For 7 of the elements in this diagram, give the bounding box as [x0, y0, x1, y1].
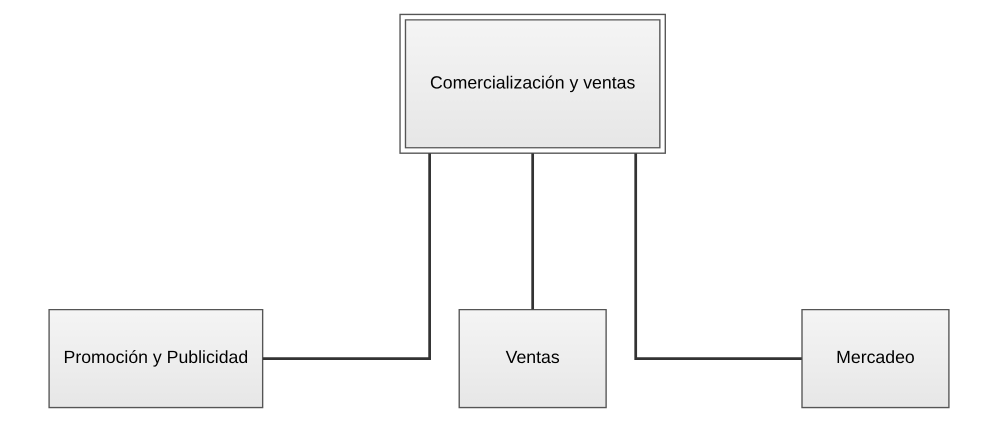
connector: [531, 153, 534, 309]
node-box: Promoción y Publicidad: [48, 308, 264, 408]
node-box: Comercialización y ventas: [399, 13, 666, 154]
node-box: Ventas: [458, 308, 607, 408]
node-box: Mercadeo: [801, 308, 950, 408]
connector: [634, 153, 802, 360]
connector: [262, 153, 431, 360]
